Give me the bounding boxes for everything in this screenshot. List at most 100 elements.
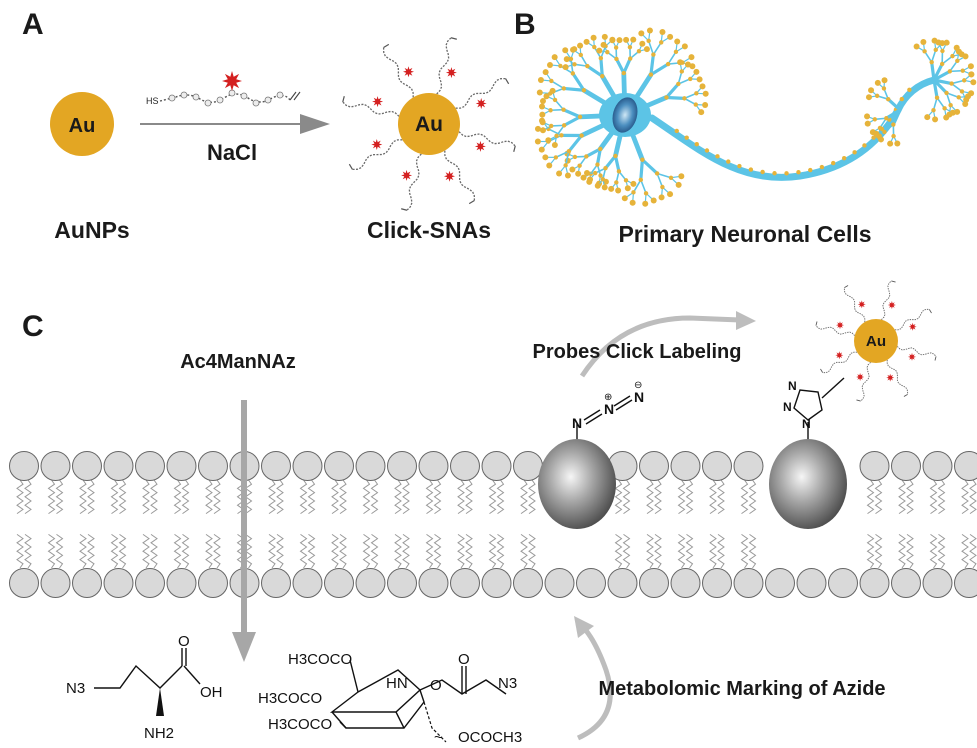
dendrite [667,51,677,65]
lipid-tail [394,479,402,515]
dendrite-tip [874,93,880,99]
lipid-head [135,568,165,598]
dendrite-tip [539,119,546,126]
lipid-tail [299,479,308,515]
thymine-bases [168,89,284,107]
dendrite-tip [667,33,674,40]
lipid-tail [87,533,95,569]
dendrite-tip [676,81,681,87]
dendrite [613,132,623,159]
dendrite-tip [864,120,871,127]
lipid-tail [488,533,497,569]
dendrite-tip [643,191,649,196]
dendrite-tip [539,103,546,110]
dendrite [562,115,582,127]
azido-amino-acid-structure: N3 O OH NH2 [66,633,223,742]
dendrite-tip [539,111,546,118]
oh-label: OH [200,684,223,701]
alkyne-tip [505,78,510,85]
dendrite [930,60,936,82]
dna-strand [860,361,871,402]
dendrite-tip [660,184,665,190]
lipid-tail [740,533,749,569]
dendrite-tip [563,163,568,168]
dendrite-tip [543,93,550,100]
lipid-tail [425,533,434,569]
dendrite [664,95,687,100]
dendrite [570,58,574,75]
dendrite-tip [545,137,552,144]
dendrite-tip [891,122,896,127]
click-snas-caption: Click-SNAs [367,217,491,243]
dna-strand [894,308,930,331]
dendrite-tip [962,101,969,108]
dendrite-tip [659,40,664,45]
lipid-tail [118,533,127,569]
lipid-tail [709,479,717,515]
axon-bead [715,154,720,159]
dendrite-tip [678,173,685,180]
lipid-head [198,451,228,481]
dendrite-tip [878,136,885,143]
dendrite-tip [580,174,587,181]
lipid-tail [937,533,946,569]
dendrite-tip [887,140,894,147]
nucleus [612,97,638,133]
dendrite [550,80,565,90]
dendrite [595,147,602,167]
fluorophore-star-icon [444,170,455,182]
lipid-head [922,568,953,598]
dendrite-tip [624,185,631,192]
dendrite [647,40,655,56]
lipid-tail [16,479,24,515]
dendrite-tip [886,96,891,102]
dendrite-tip [554,133,559,139]
lipid-head [72,451,102,481]
dendrite-tip [698,109,705,116]
lipid-tail [685,479,694,515]
dendrite-tip [679,69,684,74]
dendrite-tip [568,56,574,62]
gold-label: Au [69,115,96,137]
lipid-tail [457,533,465,569]
dendrite-tip [673,49,679,55]
dendrite-tip [598,173,603,178]
dendrite-tip [960,68,965,73]
lipid-tail [740,479,749,515]
dna-strand [815,325,856,336]
axon-bead [808,167,813,173]
lipid-tail [142,533,150,569]
alkyne-tip [383,43,390,48]
dendrite-tip [614,180,619,185]
dendrite-tip [584,154,589,159]
dna-strand [436,37,452,95]
lipid-tail [929,479,938,515]
triazole-linker: N N N [783,377,845,439]
lipid-tail [150,533,158,569]
lipid-head [9,451,39,481]
dendrite [932,62,944,82]
dendrite-tip [884,116,889,121]
fluorophore-star-icon [886,373,895,382]
lipid-head [198,568,228,598]
dendrite-tip [553,155,559,160]
dna-strand [352,139,403,171]
axon-bead [772,171,777,176]
dendrite-tip [614,56,619,62]
dendrite-tip [564,172,571,179]
dendrite-tip [675,181,682,188]
dna-strand [886,359,909,395]
dendrite-tip [587,176,594,183]
lipid-tail [425,479,434,515]
dendrite-tip [636,49,642,54]
lipid-tail [748,479,757,515]
svg-text:O: O [458,651,470,668]
sna-gold-core [398,93,460,155]
dendrite-tip [577,42,584,49]
dendrite-tip [638,30,645,37]
dendrite-tip [677,59,684,66]
dendrite [656,172,664,188]
metabolic-arrowhead [574,616,594,638]
dendrite-tip [623,178,629,183]
azide-group: N N ⊕ N ⊖ [572,380,644,439]
